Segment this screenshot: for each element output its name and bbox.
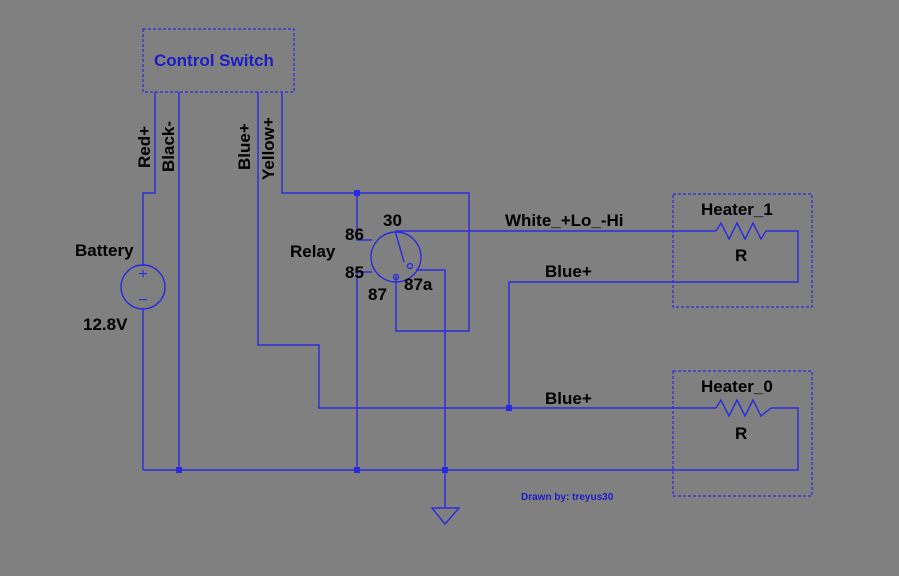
junctions (176, 190, 512, 473)
relay-label: Relay (290, 242, 336, 261)
blue-lower-wire-label: Blue+ (545, 389, 592, 408)
junction-dot (176, 467, 182, 473)
relay-pin-30: 30 (383, 211, 402, 230)
relay-pin-85: 85 (345, 263, 364, 282)
ground (430, 507, 461, 526)
relay-pin-86: 86 (345, 225, 364, 244)
relay-contact-87 (392, 273, 400, 281)
blue-wire-label: Blue+ (235, 123, 254, 170)
junction-dot (506, 405, 512, 411)
ground-rail (143, 407, 799, 471)
heater-0: Heater_0 R (672, 370, 813, 497)
heater-1: Heater_1 R (672, 193, 813, 308)
relay-86-wire (356, 193, 372, 241)
blue-lower-wire (257, 92, 716, 409)
relay-icon (370, 231, 422, 283)
relay: Relay 86 85 30 87 87a (290, 211, 433, 304)
junction-dot (442, 467, 448, 473)
relay-contact-87a (406, 262, 414, 270)
relay-contact-arm (395, 233, 405, 263)
junction-dot (354, 467, 360, 473)
battery-voltage: 12.8V (83, 315, 128, 334)
black-wire-label: Black- (159, 121, 178, 172)
control-switch-label: Control Switch (154, 51, 274, 70)
heater-1-label: Heater_1 (701, 200, 773, 219)
ground-icon (430, 507, 461, 526)
battery-plus-sign: + (138, 266, 147, 283)
control-switch-box (142, 28, 295, 93)
heater-0-label: Heater_0 (701, 377, 773, 396)
credit-label: Drawn by: treyus30 (521, 492, 614, 503)
battery-minus-sign: − (138, 292, 147, 309)
yellow-wire-label: Yellow+ (259, 117, 278, 180)
white-wire (395, 230, 716, 234)
heater-0-value: R (735, 424, 747, 443)
control-switch: Control Switch (142, 28, 295, 93)
junction-dot (354, 190, 360, 196)
relay-87a-wire (416, 269, 446, 470)
wires (142, 92, 799, 508)
white-wire-label: White_+Lo_-Hi (505, 211, 624, 230)
relay-85-wire (356, 271, 372, 470)
yellow-wire (281, 92, 470, 332)
heater-1-return-wire (508, 230, 799, 408)
red-wire-label: Red+ (135, 126, 154, 168)
heater-0-box (672, 370, 813, 497)
battery: + − Battery 12.8V (75, 241, 166, 334)
blue-upper-wire-label: Blue+ (545, 262, 592, 281)
heater-1-value: R (735, 246, 747, 265)
relay-pin-87: 87 (368, 285, 387, 304)
red-wire (142, 92, 156, 266)
battery-icon (120, 264, 166, 310)
battery-label: Battery (75, 241, 134, 260)
relay-pin-87a: 87a (404, 275, 433, 294)
heater-1-box (672, 193, 813, 308)
resistor-icon (715, 398, 772, 418)
resistor-icon (715, 221, 767, 241)
